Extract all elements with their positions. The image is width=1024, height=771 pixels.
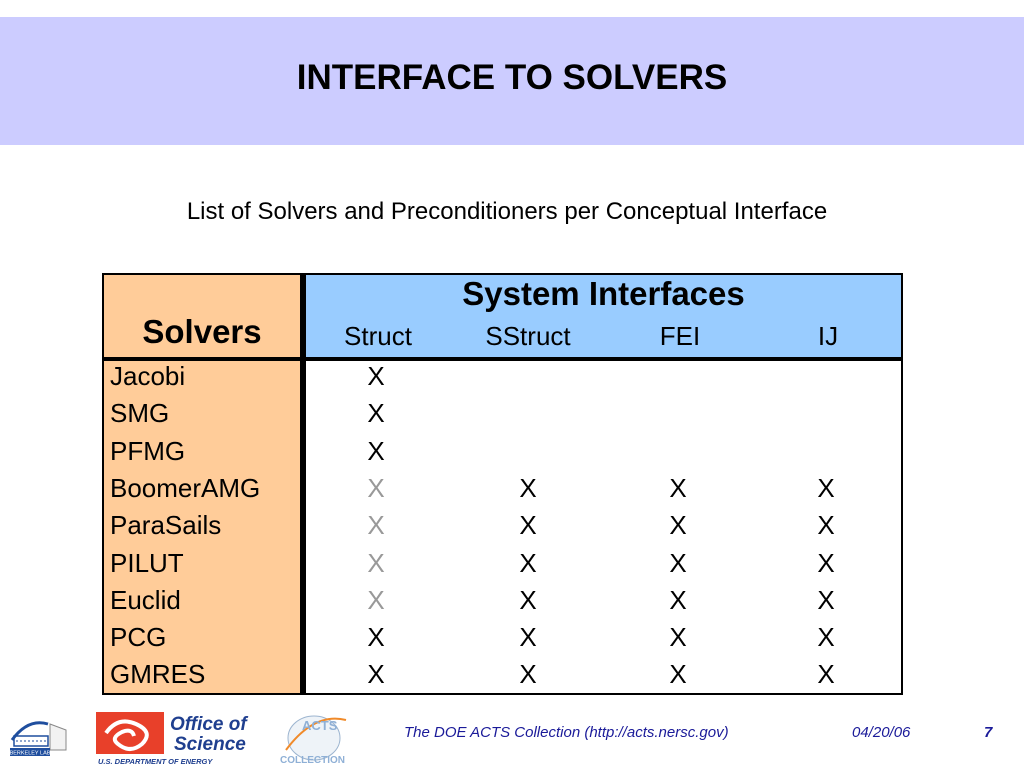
- footer-collection-text: The DOE ACTS Collection (http://acts.ner…: [404, 724, 729, 741]
- interface-mark: X: [669, 622, 687, 653]
- solvers-heading: Solvers: [142, 313, 262, 350]
- solver-interface-table: Solvers System Interfaces Struct SStruct…: [102, 273, 903, 695]
- interface-mark: X: [817, 659, 835, 690]
- title-band: [0, 17, 1024, 145]
- solver-name: PILUT: [110, 547, 184, 578]
- slide-title: INTERFACE TO SOLVERS: [296, 58, 728, 97]
- svg-text:Science: Science: [174, 734, 246, 755]
- interface-fei: FEI: [659, 321, 701, 351]
- interface-mark: X: [817, 472, 835, 503]
- svg-text:COLLECTION: COLLECTION: [280, 755, 345, 766]
- column-divider: [300, 275, 306, 693]
- interface-mark: X: [519, 659, 537, 690]
- solver-name: GMRES: [110, 659, 206, 690]
- interface-mark: X: [367, 435, 385, 466]
- interface-mark: X: [669, 472, 687, 503]
- interface-mark: X: [367, 398, 385, 429]
- solver-name: ParaSails: [110, 510, 222, 541]
- interface-mark: X: [519, 472, 537, 503]
- interface-mark: X: [669, 584, 687, 615]
- interface-mark: X: [817, 510, 835, 541]
- slide-subtitle: List of Solvers and Preconditioners per …: [186, 198, 828, 225]
- interface-mark: X: [817, 622, 835, 653]
- page-number: 7: [984, 724, 993, 741]
- solver-name: PCG: [110, 622, 167, 653]
- solver-name: PFMG: [110, 435, 186, 466]
- solver-name: Jacobi: [110, 361, 186, 391]
- interface-mark: X: [669, 510, 687, 541]
- interface-mark: X: [367, 584, 385, 615]
- system-interfaces-header-background: [306, 275, 901, 357]
- interface-mark: X: [367, 361, 385, 391]
- interface-mark: X: [367, 510, 385, 541]
- system-interfaces-heading: System Interfaces: [462, 275, 745, 312]
- interface-mark: X: [519, 622, 537, 653]
- interface-mark: X: [817, 547, 835, 578]
- berkeley-lab-logo: BERKELEY LAB: [8, 710, 74, 758]
- solver-name: Euclid: [110, 584, 181, 615]
- interface-ij: IJ: [817, 321, 839, 351]
- interface-mark: X: [817, 584, 835, 615]
- header-divider: [104, 357, 901, 361]
- interface-mark: X: [669, 547, 687, 578]
- svg-text:ACTS: ACTS: [302, 718, 338, 733]
- interface-mark: X: [519, 584, 537, 615]
- footer-date: 04/20/06: [852, 724, 911, 741]
- interface-mark: X: [367, 659, 385, 690]
- interface-mark: X: [367, 547, 385, 578]
- interface-mark: X: [669, 659, 687, 690]
- svg-text:Office of: Office of: [170, 714, 248, 735]
- solvers-column-background: [104, 275, 300, 693]
- interface-mark: X: [367, 622, 385, 653]
- solver-name: SMG: [110, 398, 170, 429]
- interface-mark: X: [519, 547, 537, 578]
- interface-sstruct: SStruct: [485, 321, 571, 351]
- interface-mark: X: [367, 472, 385, 503]
- solver-name: BoomerAMG: [110, 472, 261, 503]
- acts-collection-logo: ACTS COLLECTION: [276, 708, 352, 766]
- interface-mark: X: [519, 510, 537, 541]
- svg-text:U.S. DEPARTMENT OF ENERGY: U.S. DEPARTMENT OF ENERGY: [98, 757, 213, 766]
- interface-struct: Struct: [344, 321, 412, 351]
- svg-text:BERKELEY LAB: BERKELEY LAB: [10, 751, 51, 757]
- office-of-science-logo: Office of Science U.S. DEPARTMENT OF ENE…: [96, 710, 266, 766]
